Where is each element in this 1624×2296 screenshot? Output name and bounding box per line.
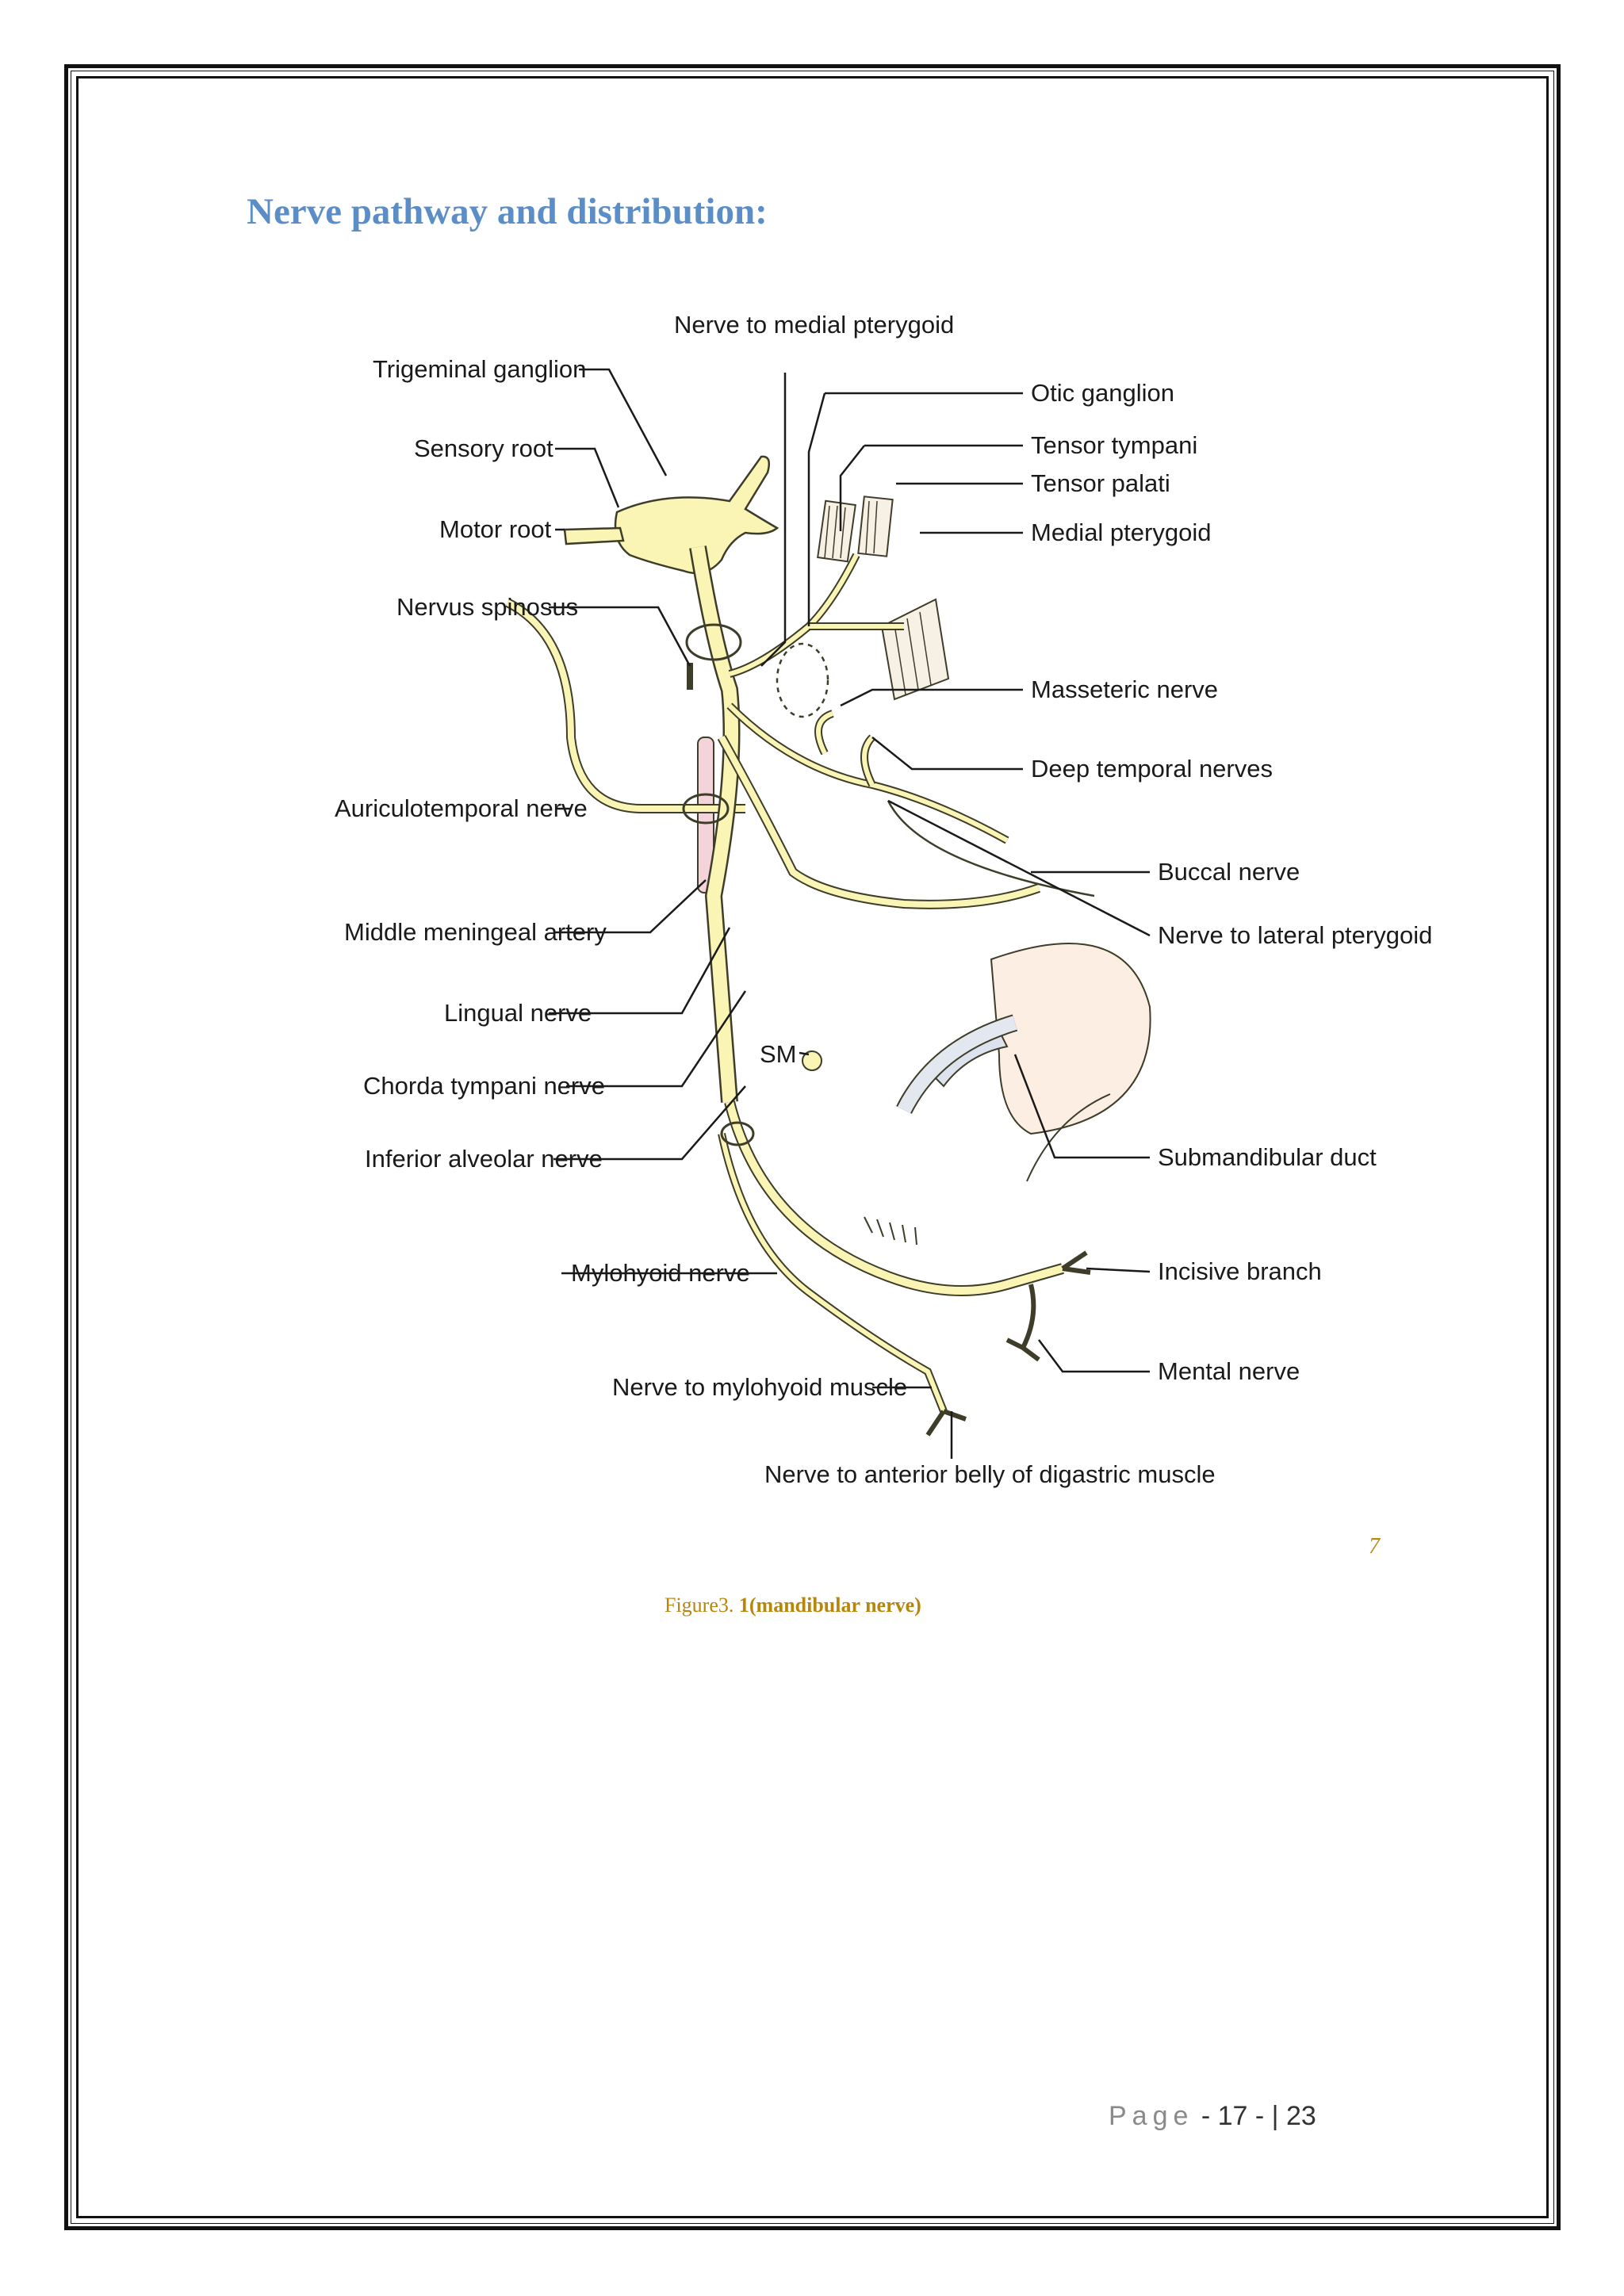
digastric-branch xyxy=(925,1409,967,1437)
page-word: Page xyxy=(1109,2101,1194,2131)
label-mylohyoid-nerve: Mylohyoid nerve xyxy=(571,1259,750,1287)
otic-ganglion-shape xyxy=(776,642,829,718)
label-incisive-branch: Incisive branch xyxy=(1158,1257,1322,1285)
teeth-root-marks xyxy=(864,1216,917,1246)
label-tensor-tympani: Tensor tympani xyxy=(1031,431,1197,459)
label-masseteric-nerve: Masseteric nerve xyxy=(1031,675,1218,703)
label-nerve-to-anterior-belly-of-digastric: Nerve to anterior belly of digastric mus… xyxy=(764,1460,1216,1488)
label-submandibular-duct: Submandibular duct xyxy=(1158,1143,1377,1171)
page-border-middle xyxy=(71,71,1554,2224)
nerve-to-medial-pterygoid-path xyxy=(728,553,860,678)
label-auriculotemporal-nerve: Auriculotemporal nerve xyxy=(335,794,588,822)
label-buccal-nerve: Buccal nerve xyxy=(1158,858,1300,886)
label-tensor-palati: Tensor palati xyxy=(1031,469,1170,497)
label-sensory-root: Sensory root xyxy=(414,434,553,462)
foramen-spinosum-ring xyxy=(682,793,730,825)
label-otic-ganglion: Otic ganglion xyxy=(1031,379,1174,407)
incisive-branch-tip xyxy=(1061,1250,1091,1275)
sm-gland-shape xyxy=(802,1050,822,1071)
tensor-palati-muscle xyxy=(857,496,894,557)
tongue-region xyxy=(990,943,1151,1135)
label-sm: SM xyxy=(760,1040,797,1068)
label-middle-meningeal-artery: Middle meningeal artery xyxy=(344,918,607,946)
label-motor-root: Motor root xyxy=(439,515,552,543)
page-footer: Page - 17 - | 23 xyxy=(1109,2101,1316,2132)
buccal-nerve-path xyxy=(887,800,1095,897)
section-heading: Nerve pathway and distribution: xyxy=(247,191,768,232)
page-separator: | xyxy=(1271,2101,1286,2131)
motor-root-shape xyxy=(563,526,625,545)
mandibular-foramen-ring xyxy=(720,1121,755,1146)
page-total: 23 xyxy=(1285,2101,1316,2131)
page-number: - 17 - xyxy=(1193,2101,1272,2131)
page-border-outer xyxy=(64,64,1561,2230)
mental-nerve-branch xyxy=(1005,1284,1040,1362)
caption-title: 1(mandibular nerve) xyxy=(738,1594,921,1617)
trigeminal-ganglion-shape xyxy=(614,455,779,575)
footnote-reference: 7 xyxy=(1369,1534,1380,1559)
label-mental-nerve: Mental nerve xyxy=(1158,1357,1300,1385)
page-border-inner xyxy=(76,76,1549,2218)
label-deep-temporal-nerves: Deep temporal nerves xyxy=(1031,755,1273,783)
tensor-tympani-muscle xyxy=(817,499,856,563)
label-nerve-to-mylohyoid-muscle: Nerve to mylohyoid muscle xyxy=(612,1373,907,1401)
tongue-curve xyxy=(1026,1093,1111,1182)
label-lingual-nerve: Lingual nerve xyxy=(444,999,592,1027)
label-trigeminal-ganglion: Trigeminal ganglion xyxy=(373,355,586,383)
label-inferior-alveolar-nerve: Inferior alveolar nerve xyxy=(365,1145,603,1173)
medial-pterygoid-muscle xyxy=(880,598,950,701)
label-medial-pterygoid: Medial pterygoid xyxy=(1031,519,1211,546)
label-nerve-to-medial-pterygoid: Nerve to medial pterygoid xyxy=(674,311,954,339)
mandibular-nerve-diagram: Nerve to medial pterygoid Trigeminal gan… xyxy=(335,311,1432,1488)
label-chorda-tympani-nerve: Chorda tympani nerve xyxy=(363,1072,605,1100)
figure-caption: Figure3. 1(mandibular nerve) xyxy=(665,1594,921,1617)
label-nervus-spinosus: Nervus spinosus xyxy=(396,593,578,621)
leader-lines xyxy=(549,368,1151,1459)
caption-prefix: Figure3. xyxy=(665,1594,739,1617)
foramen-ovale-ring xyxy=(685,623,742,661)
label-nerve-to-lateral-pterygoid: Nerve to lateral pterygoid xyxy=(1158,921,1432,949)
